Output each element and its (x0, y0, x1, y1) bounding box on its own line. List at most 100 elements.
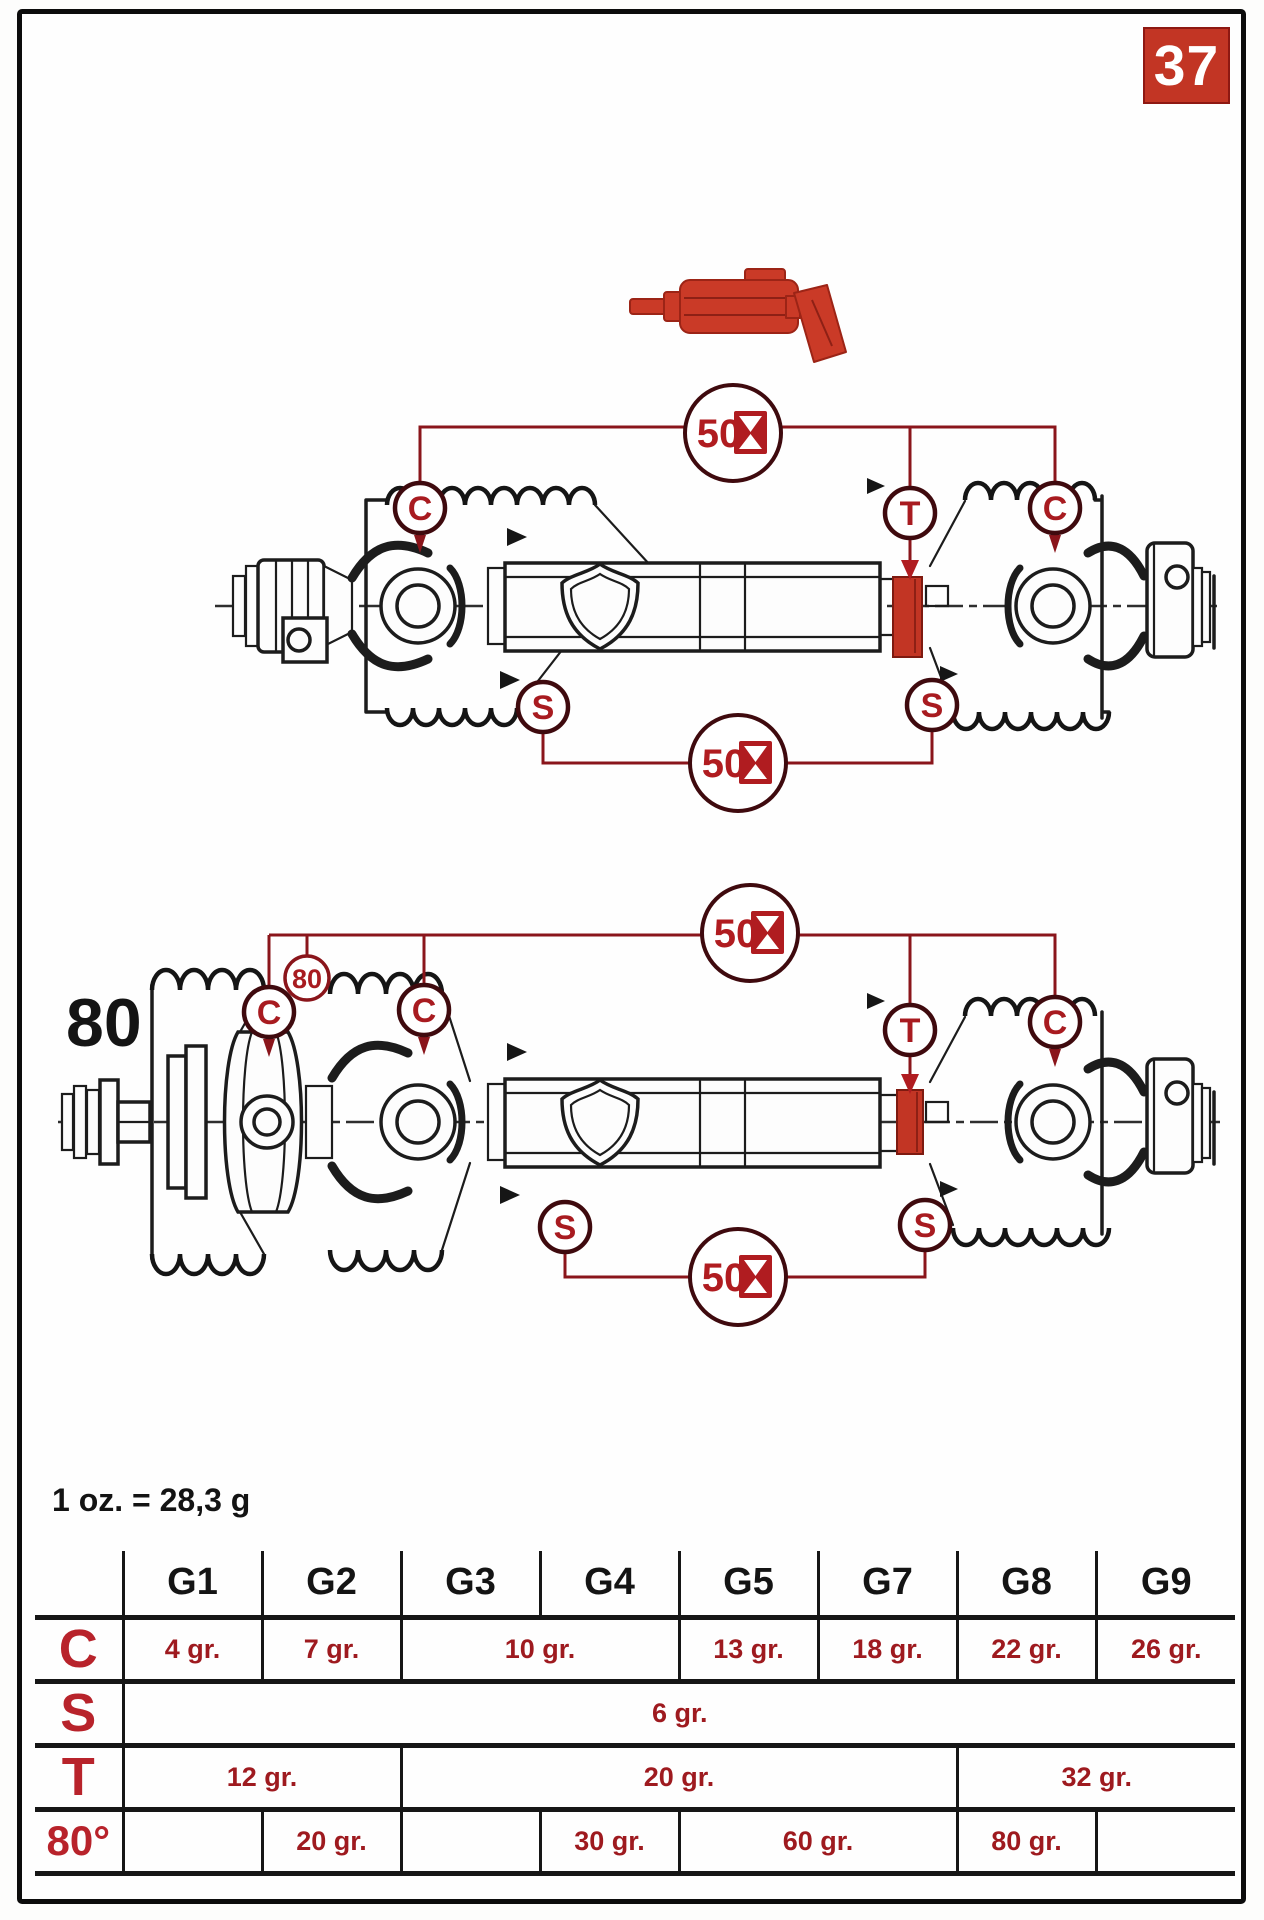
col-header-g4: G4 (538, 1551, 679, 1617)
grease-gun-body-stripes (684, 297, 794, 316)
svg-text:80: 80 (292, 964, 322, 994)
t-grease-band (896, 1089, 924, 1155)
pin-hole (1164, 564, 1190, 590)
row-label-c: C (58, 1619, 98, 1679)
right-guard-and-boots (928, 996, 1112, 1248)
shield-emblem-outer (560, 1077, 640, 1167)
cell-80-g3 (399, 1809, 540, 1873)
arrow-under-c-right (1049, 1049, 1061, 1067)
clutch-hub-inner (252, 1107, 282, 1137)
right-end-assembly (1145, 1057, 1216, 1175)
cone-boot-top-a (149, 967, 267, 991)
cell-t-g3-g7: 20 gr. (399, 1745, 957, 1809)
svg-text:C: C (412, 992, 437, 1030)
cell-c-g3-g4: 10 gr. (399, 1617, 679, 1681)
grease-point-c-right: C (1027, 480, 1083, 536)
interval-value: 50 (714, 912, 759, 956)
right-universal-joint (924, 541, 1149, 671)
grease-gun-icon (629, 268, 847, 363)
cone-boot-bottom-b (327, 1249, 445, 1273)
boot-bottom-right (950, 1227, 1112, 1248)
cell-c-g9: 26 gr. (1094, 1617, 1235, 1681)
joint-cross-outer (1014, 1083, 1092, 1161)
table-row-s: S 6 gr. (35, 1681, 1235, 1745)
grease-gun-nozzle-tip (629, 298, 667, 315)
left-guard-flange (364, 498, 389, 714)
grease-point-c-joint: C (396, 982, 452, 1038)
hourglass-icon (751, 911, 784, 954)
left-end-assembly (60, 1078, 152, 1166)
cell-c-g7: 18 gr. (816, 1617, 957, 1681)
cell-c-g5: 13 gr. (677, 1617, 818, 1681)
clutch-assembly (149, 967, 472, 1277)
boot-bottom-left (384, 707, 520, 728)
left-universal-joint (347, 540, 518, 672)
interval-value: 50 (702, 742, 747, 786)
hourglass-icon (734, 411, 767, 454)
table-row-c: C 4 gr. 7 gr. 10 gr. 13 gr. 18 gr. 22 gr… (35, 1617, 1235, 1681)
grease-point-s-left: S (537, 1199, 593, 1255)
cell-t-g1-g2: 12 gr. (121, 1745, 401, 1809)
right-universal-joint (924, 1057, 1149, 1187)
grease-point-s-right: S (897, 1197, 953, 1253)
cell-80-g8: 80 gr. (955, 1809, 1096, 1873)
telescopic-tube (503, 1077, 899, 1169)
svg-text:T: T (900, 1012, 921, 1050)
clutch-80-badge: 80 (283, 954, 331, 1002)
interval-symbol-top: 50 (683, 383, 783, 483)
row-label-s: S (60, 1683, 97, 1743)
hourglass-icon (739, 1255, 772, 1298)
leader-lines (263, 933, 1061, 1279)
cell-80-g2: 20 gr. (260, 1809, 401, 1873)
arrow-to-t-band (901, 560, 919, 580)
bracket-hole (286, 627, 312, 653)
grease-point-t: T (882, 485, 938, 541)
col-header-g8: G8 (955, 1551, 1096, 1617)
lower-bracket (281, 616, 329, 664)
table-header-row: G1 G2 G3 G4 G5 G7 G8 G9 (35, 1551, 1235, 1617)
cone-boot-top-b (327, 971, 445, 995)
col-header-g5: G5 (677, 1551, 818, 1617)
grease-gun-handle-stripe (811, 299, 833, 347)
right-end-assembly (1145, 541, 1216, 659)
header-corner-cell (35, 1551, 123, 1617)
row-label-80: 80° (46, 1817, 110, 1864)
svg-text:S: S (914, 1207, 937, 1245)
col-header-g3: G3 (399, 1551, 540, 1617)
hourglass-icon (739, 741, 772, 784)
arrow-under-c-clutch (263, 1039, 275, 1057)
arrow-under-c-joint (418, 1037, 430, 1055)
joint-cross-outer (379, 1083, 457, 1161)
joint-cross-outer (1014, 567, 1092, 645)
grease-point-s-right: S (904, 677, 960, 733)
arrow-to-t-band (901, 1074, 919, 1094)
interval-symbol-bottom: 50 (688, 1227, 788, 1327)
arrow-under-c-right (1049, 535, 1061, 553)
page-number-badge: 37 (1143, 27, 1230, 104)
shield-emblem-outer (560, 561, 640, 651)
cell-80-g5-g7: 60 gr. (677, 1809, 957, 1873)
table-row-80: 80° 20 gr. 30 gr. 60 gr. 80 gr. (35, 1809, 1235, 1873)
col-header-g9: G9 (1094, 1551, 1235, 1617)
grease-point-t: T (882, 1002, 938, 1058)
joint-cross-inner (1030, 583, 1076, 629)
joint-cross-inner (395, 1099, 441, 1145)
clutch-hub-outer (239, 1094, 295, 1150)
interval-value: 50 (697, 412, 742, 456)
col-header-g7: G7 (816, 1551, 957, 1617)
shield-emblem-inner (569, 1088, 631, 1157)
arrow-under-c-left (414, 535, 426, 553)
col-header-g2: G2 (260, 1551, 401, 1617)
svg-text:C: C (1043, 1004, 1068, 1042)
svg-text:T: T (900, 495, 921, 533)
cell-80-g9 (1094, 1809, 1235, 1873)
telescopic-tube (503, 561, 895, 653)
shaft-size-label: 80 (66, 985, 142, 1061)
cell-s-all: 6 gr. (121, 1681, 1235, 1745)
pin-hole (1164, 1080, 1190, 1106)
cone-boot-bottom-a (149, 1253, 267, 1277)
grease-point-c-clutch: C (241, 984, 297, 1040)
joint-cross-inner (1030, 1099, 1076, 1145)
joint-cross-outer (379, 567, 457, 645)
grease-point-s-left: S (515, 679, 571, 735)
